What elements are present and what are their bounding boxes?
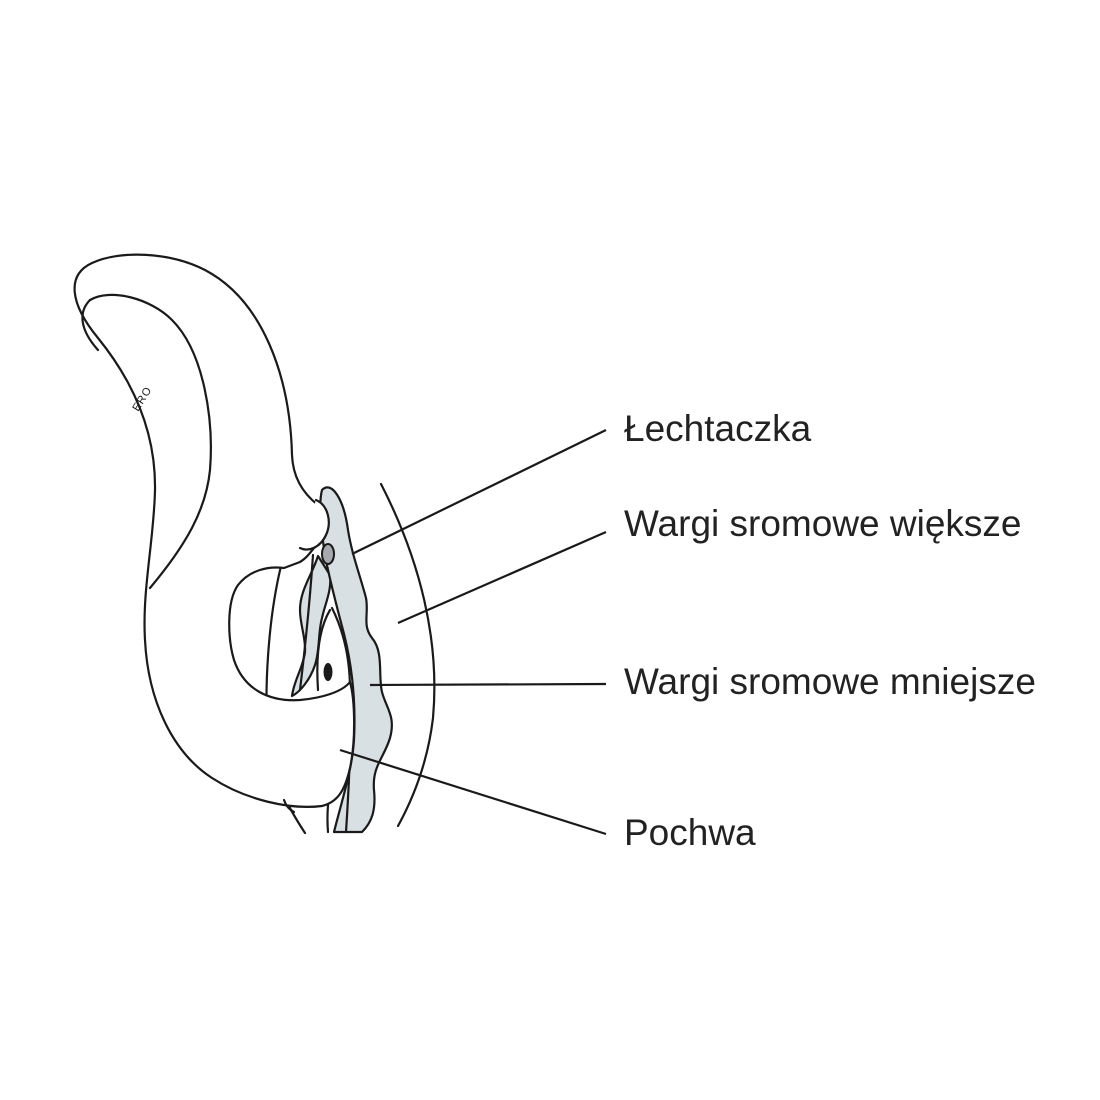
label-labia-minora: Wargi sromowe mniejsze bbox=[624, 661, 1036, 702]
leader-lines bbox=[340, 430, 606, 834]
label-vagina: Pochwa bbox=[624, 812, 756, 853]
clitoris-shape bbox=[322, 544, 334, 564]
label-labia-majora: Wargi sromowe większe bbox=[624, 503, 1022, 544]
labels: Łechtaczka Wargi sromowe większe Wargi s… bbox=[624, 408, 1036, 853]
leader-clitoris bbox=[352, 430, 606, 554]
label-clitoris: Łechtaczka bbox=[624, 408, 812, 449]
leader-labia-minora bbox=[370, 684, 606, 685]
device-illustration: ERO bbox=[75, 255, 355, 812]
urethral-opening bbox=[324, 663, 333, 681]
leader-vagina bbox=[340, 750, 606, 834]
leader-labia-majora bbox=[398, 532, 606, 623]
